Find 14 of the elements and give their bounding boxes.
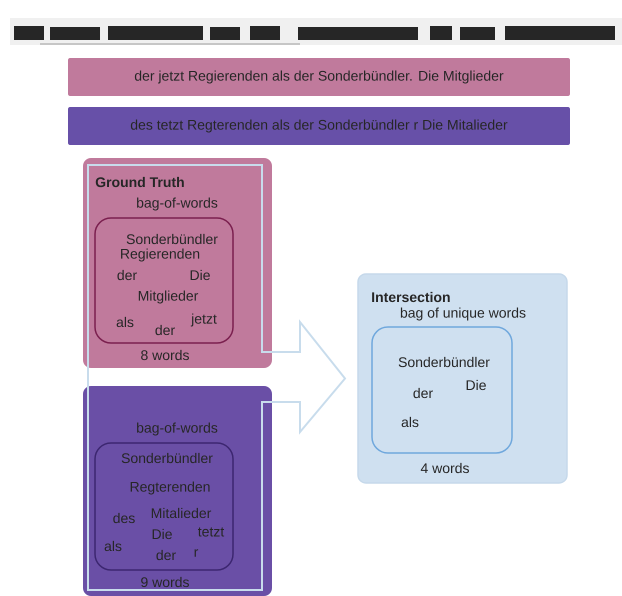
word-bag: Sonderbündler Regterenden des Mitalieder Die tetzt als der r (94, 442, 234, 571)
word-bag: Sonderbündler Regierenden der Die Mitglieder als der jetzt (94, 217, 234, 344)
node-label: 9 words (141, 576, 189, 588)
node-label: Ground Truth (96, 176, 184, 188)
block-arrow (87, 164, 346, 591)
node-label: Intersection (372, 292, 450, 302)
text-bar: des tetzt Regterenden als der Sonderbündler r Die Mitalieder (68, 107, 570, 145)
node-label: 4 words (420, 462, 469, 474)
node-label: bag-of-words (137, 422, 218, 436)
node-label: 8 words (141, 350, 189, 360)
node-label: bag of unique words (400, 307, 526, 321)
text-bar: der jetzt Regierenden als der Sonderbündler. Die Mitglieder (68, 58, 570, 96)
word-bag: Sonderbündler Die der als (371, 326, 513, 454)
node-label: bag-of-words (137, 197, 218, 211)
